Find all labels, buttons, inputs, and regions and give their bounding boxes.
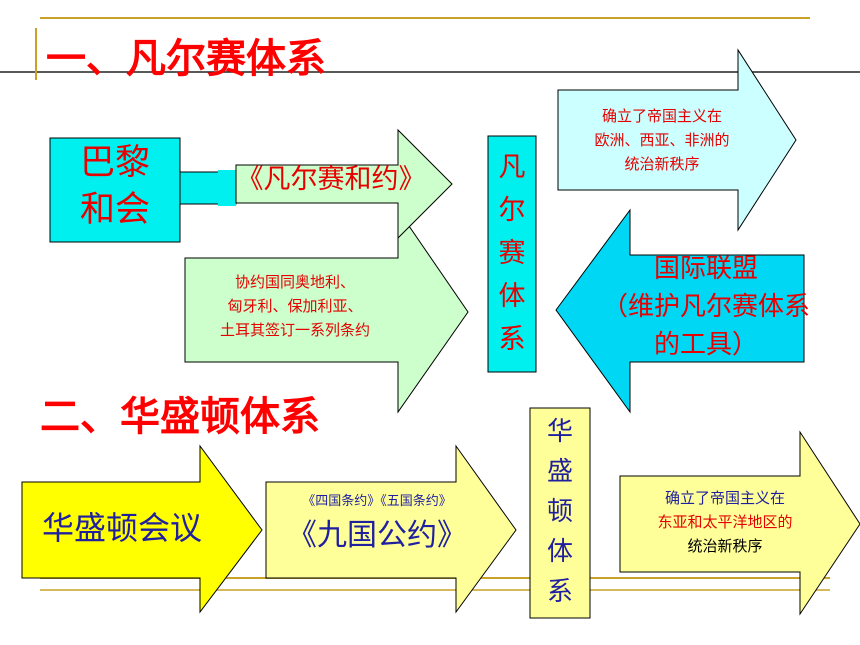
washington-result-arrow bbox=[619, 430, 860, 616]
four-five-power-treaties-label: 《四国条约》《五国条约》 bbox=[302, 494, 452, 509]
paris-conference-label: 巴黎 和会 bbox=[50, 140, 180, 234]
versailles-system-char-1: 凡 bbox=[498, 152, 526, 183]
washington-system-label: 华 盛 顿 体 系 bbox=[530, 412, 590, 612]
washington-conference-label: 华盛顿会议 bbox=[41, 509, 202, 547]
versailles-system-char-3: 赛 bbox=[498, 238, 526, 269]
washington-system-char-1: 华 bbox=[546, 417, 573, 447]
league-line-2: （维护凡尔赛体系 bbox=[601, 292, 810, 322]
versailles-treaty-label: 《凡尔赛和约》 bbox=[236, 164, 426, 195]
versailles-result-line-3: 统治新秩序 bbox=[624, 155, 700, 173]
versailles-system-char-5: 系 bbox=[498, 324, 526, 355]
versailles-result-label: 确立了帝国主义在 欧洲、西亚、非洲的 统治新秩序 bbox=[560, 104, 764, 176]
washington-result-line-2: 东亚和太平洋地区的 bbox=[657, 513, 793, 531]
versailles-result-arrow bbox=[557, 48, 797, 232]
nine-power-treaty-label: 《九国公约》 bbox=[287, 518, 467, 553]
versailles-system-label: 凡 尔 赛 体 系 bbox=[488, 146, 536, 361]
washington-system-char-2: 盛 bbox=[546, 457, 573, 487]
versailles-system-char-4: 体 bbox=[498, 281, 526, 312]
washington-result-label: 确立了帝国主义在 东亚和太平洋地区的 统治新秩序 bbox=[622, 486, 828, 558]
versailles-treaty-arrow bbox=[235, 128, 453, 240]
league-line-1: 国际联盟 bbox=[653, 254, 758, 284]
other-treaties-line-3: 土耳其签订一系列条约 bbox=[219, 321, 370, 339]
washington-conference-arrow bbox=[21, 444, 263, 614]
other-treaties-line-1: 协约国同奥地利、 bbox=[234, 273, 355, 291]
other-treaties-line-2: 匈牙利、保加利亚、 bbox=[227, 297, 363, 315]
other-treaties-arrow bbox=[184, 208, 469, 414]
washington-system-char-5: 系 bbox=[546, 577, 573, 607]
washington-result-line-3: 统治新秩序 bbox=[687, 537, 763, 555]
paris-connector-cover bbox=[218, 170, 236, 206]
league-of-nations-arrow bbox=[555, 208, 805, 414]
paris-conference-line-2: 和会 bbox=[79, 190, 150, 230]
nine-power-treaty-arrow bbox=[265, 444, 517, 614]
league-line-3: 的工具） bbox=[653, 330, 758, 360]
washington-system-char-4: 体 bbox=[546, 537, 573, 567]
other-treaties-label: 协约国同奥地利、 匈牙利、保加利亚、 土耳其签订一系列条约 bbox=[190, 270, 400, 342]
versailles-result-line-2: 欧洲、西亚、非洲的 bbox=[594, 131, 730, 149]
washington-result-line-1: 确立了帝国主义在 bbox=[664, 489, 785, 507]
paris-conference-line-1: 巴黎 bbox=[79, 143, 150, 183]
section2-title: 二、华盛顿体系 bbox=[40, 393, 320, 440]
washington-system-char-3: 顿 bbox=[546, 497, 573, 527]
versailles-result-line-1: 确立了帝国主义在 bbox=[601, 107, 722, 125]
versailles-system-box bbox=[487, 135, 537, 373]
washington-system-box bbox=[529, 407, 591, 619]
league-of-nations-label: 国际联盟 （维护凡尔赛体系 的工具） bbox=[556, 250, 856, 364]
versailles-system-char-2: 尔 bbox=[498, 195, 526, 226]
section1-title: 一、凡尔赛体系 bbox=[46, 35, 326, 82]
paris-conference-box bbox=[49, 137, 181, 243]
